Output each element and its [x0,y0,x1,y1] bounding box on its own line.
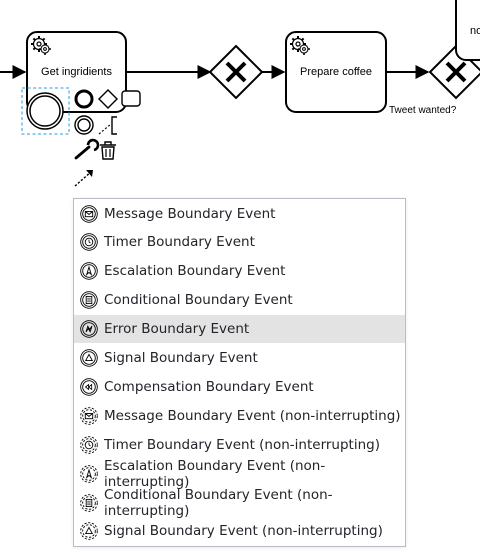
flow-label: Tweet wanted? [389,105,457,116]
text-annotation-icon[interactable] [98,116,117,135]
conditional-event-icon [80,493,98,512]
task-get-ingredients[interactable] [26,31,127,113]
boundary-event-selected[interactable] [21,87,70,135]
timer-event-icon [80,233,98,252]
message-event-icon [80,407,98,425]
signal-event-icon [80,349,98,367]
signal-event-icon [80,522,98,541]
popup-item-label: Message Boundary Event (non-interrupting… [104,407,401,424]
popup-item-label: Message Boundary Event [104,205,276,222]
popup-item-label: Conditional Boundary Event [104,292,293,309]
popup-item-label: Compensation Boundary Event [104,378,314,395]
message-event-icon [80,204,98,223]
exclusive-gateway[interactable] [208,44,264,100]
escalation-event-icon [80,262,98,281]
popup-item-label: Signal Boundary Event (non-interrupting) [104,523,383,540]
popup-item[interactable]: Message Boundary Event [74,200,405,228]
task-icon[interactable] [121,90,141,107]
popup-item[interactable]: Compensation Boundary Event [74,373,405,401]
task-partial[interactable] [455,0,480,61]
popup-item-label: Timer Boundary Event (non-interrupting) [104,436,380,453]
popup-item[interactable]: Signal Boundary Event (non-interrupting) [74,517,405,545]
gear-icon [31,36,51,55]
popup-item-label: Conditional Boundary Event (non-interrup… [104,486,333,519]
task-label: no [470,25,480,37]
task-prepare-coffee[interactable] [285,31,387,113]
popup-item-label: Signal Boundary Event [104,350,258,366]
popup-item[interactable]: Conditional Boundary Event [74,286,405,314]
gateway-icon[interactable] [98,89,118,109]
popup-item[interactable]: Escalation Boundary Event [74,257,405,285]
popup-item[interactable]: Signal Boundary Event [74,344,405,372]
end-event-icon[interactable] [74,89,94,109]
popup-item[interactable]: Error Boundary Event [74,315,405,344]
intermediate-event-icon[interactable] [74,115,94,135]
task-label: Prepare coffee [300,66,372,78]
conditional-event-icon [80,291,98,309]
gear-icon [290,36,310,55]
escalation-event-icon [80,464,98,483]
context-pad [74,89,141,187]
popup-item-label: Escalation Boundary Event (non-interrupt… [104,457,326,490]
connect-icon[interactable] [74,170,93,187]
popup-item[interactable]: Timer Boundary Event (non-interrupting) [74,431,405,459]
popup-item-label: Escalation Boundary Event [104,263,286,280]
popup-item[interactable]: Timer Boundary Event [74,228,405,256]
error-event-icon [80,320,98,338]
popup-item-label: Timer Boundary Event [104,234,255,251]
popup-item[interactable]: Message Boundary Event (non-interrupting… [74,402,405,430]
timer-event-icon [80,435,98,454]
popup-item[interactable]: Conditional Boundary Event (non-interrup… [74,486,405,519]
task-label: Get ingridients [41,66,112,78]
popup-item[interactable]: Escalation Boundary Event (non-interrupt… [74,457,405,490]
wrench-icon[interactable] [74,138,100,160]
trash-icon[interactable] [100,141,116,160]
compensation-event-icon [80,378,98,396]
popup-item-label: Error Boundary Event [104,321,250,338]
